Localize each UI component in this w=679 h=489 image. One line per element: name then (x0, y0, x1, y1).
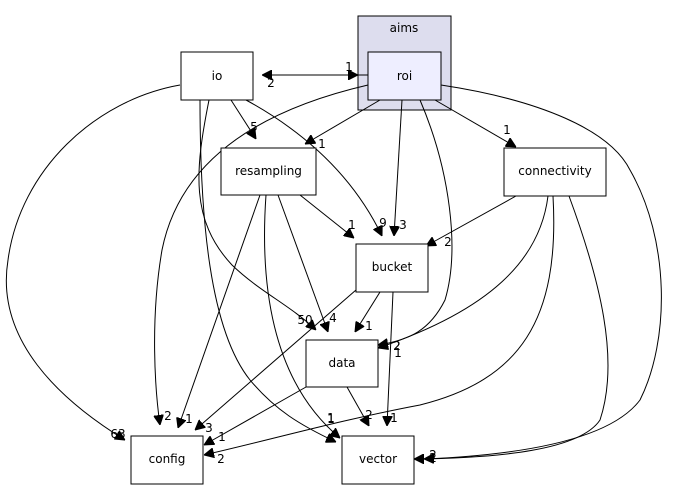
edge-connectivity-bucket[interactable] (426, 195, 517, 246)
edge-label-io-vector: 1 (327, 412, 335, 426)
node-config[interactable]: config (130, 435, 204, 485)
edge-label-bucket-data: 1 (365, 319, 373, 333)
node-roi[interactable]: roi (367, 51, 442, 101)
edge-resampling-config[interactable] (178, 194, 261, 428)
edge-resampling-data[interactable] (277, 194, 328, 332)
edge-label-resampling-data: 4 (329, 311, 337, 325)
edge-bucket-config[interactable] (195, 289, 357, 430)
edge-label-roi-data: 2 (393, 339, 401, 353)
edge-label-roi-config: 2 (164, 409, 172, 423)
edge-io-bucket[interactable] (245, 99, 382, 236)
node-data[interactable]: data (305, 339, 379, 388)
edge-bucket-data[interactable] (355, 291, 381, 332)
node-label-io: io (212, 69, 223, 83)
edge-roi-resampling[interactable] (305, 99, 381, 144)
edge-io-vector[interactable] (199, 99, 336, 442)
edge-label-io-config: 63 (110, 427, 125, 441)
node-label-vector: vector (359, 452, 397, 466)
edge-label-io-bucket: 9 (379, 216, 387, 230)
node-label-data: data (328, 356, 355, 370)
cluster-label: aims (390, 21, 419, 35)
edge-connectivity-vector[interactable] (414, 195, 609, 459)
edge-label-roi-resampling: 1 (318, 137, 326, 151)
edge-connectivity-data[interactable] (378, 195, 549, 348)
edge-data-vector[interactable] (346, 386, 369, 426)
edge-roi-data[interactable] (378, 99, 453, 345)
edge-label-data-vector: 2 (365, 408, 373, 422)
edge-label-connectivity-vector: 2 (429, 448, 437, 462)
edge-label-resampling-config: 1 (185, 412, 193, 426)
node-io[interactable]: io (180, 51, 254, 101)
edge-roi-vector[interactable] (424, 84, 662, 459)
edge-label-roi-vector: 2 (429, 451, 437, 465)
edge-io-config[interactable] (5, 84, 181, 440)
edge-label-resampling-bucket: 1 (348, 218, 356, 232)
edge-label-io-resampling: 5 (250, 120, 258, 134)
edge-resampling-vector[interactable] (264, 194, 340, 438)
node-label-bucket: bucket (372, 260, 413, 274)
edge-bucket-vector[interactable] (387, 291, 394, 426)
edge-label-resampling-vector: 1 (327, 411, 335, 425)
node-bucket[interactable]: bucket (355, 243, 429, 293)
edge-label-data-config: 1 (218, 430, 226, 444)
edge-connectivity-config[interactable] (204, 195, 555, 455)
edge-label-roi-connectivity: 1 (503, 123, 511, 137)
node-label-config: config (149, 452, 186, 466)
edge-io-resampling[interactable] (230, 99, 256, 139)
node-label-resampling: resampling (235, 164, 302, 178)
edge-label-bucket-vector-a: 1 (394, 346, 402, 360)
edge-roi-bucket[interactable] (394, 99, 403, 236)
edge-label-connectivity-data: 2 (393, 339, 401, 353)
node-vector[interactable]: vector (341, 435, 415, 485)
edge-label-roi-bucket: 3 (399, 218, 407, 232)
edge-label-roi-io: 2 (267, 76, 275, 90)
node-resampling[interactable]: resampling (220, 147, 317, 196)
edges: 1 2 5 9 50 63 1 1 1 3 2 2 2 (5, 60, 662, 466)
edge-roi-config[interactable] (155, 84, 369, 425)
edge-data-config[interactable] (204, 386, 307, 445)
edge-roi-connectivity[interactable] (434, 99, 516, 147)
node-label-connectivity: connectivity (518, 164, 591, 178)
node-connectivity[interactable]: connectivity (503, 147, 607, 197)
node-label-roi: roi (397, 69, 412, 83)
edge-label-connectivity-config: 2 (217, 452, 225, 466)
edge-resampling-bucket[interactable] (299, 194, 354, 238)
edge-label-io-data: 50 (297, 313, 312, 327)
edge-label-connectivity-bucket: 2 (444, 235, 452, 249)
edge-label-bucket-config: 3 (205, 421, 213, 435)
edge-label-bucket-vector-b: 1 (390, 411, 398, 425)
edge-label-io-roi: 1 (345, 60, 353, 74)
